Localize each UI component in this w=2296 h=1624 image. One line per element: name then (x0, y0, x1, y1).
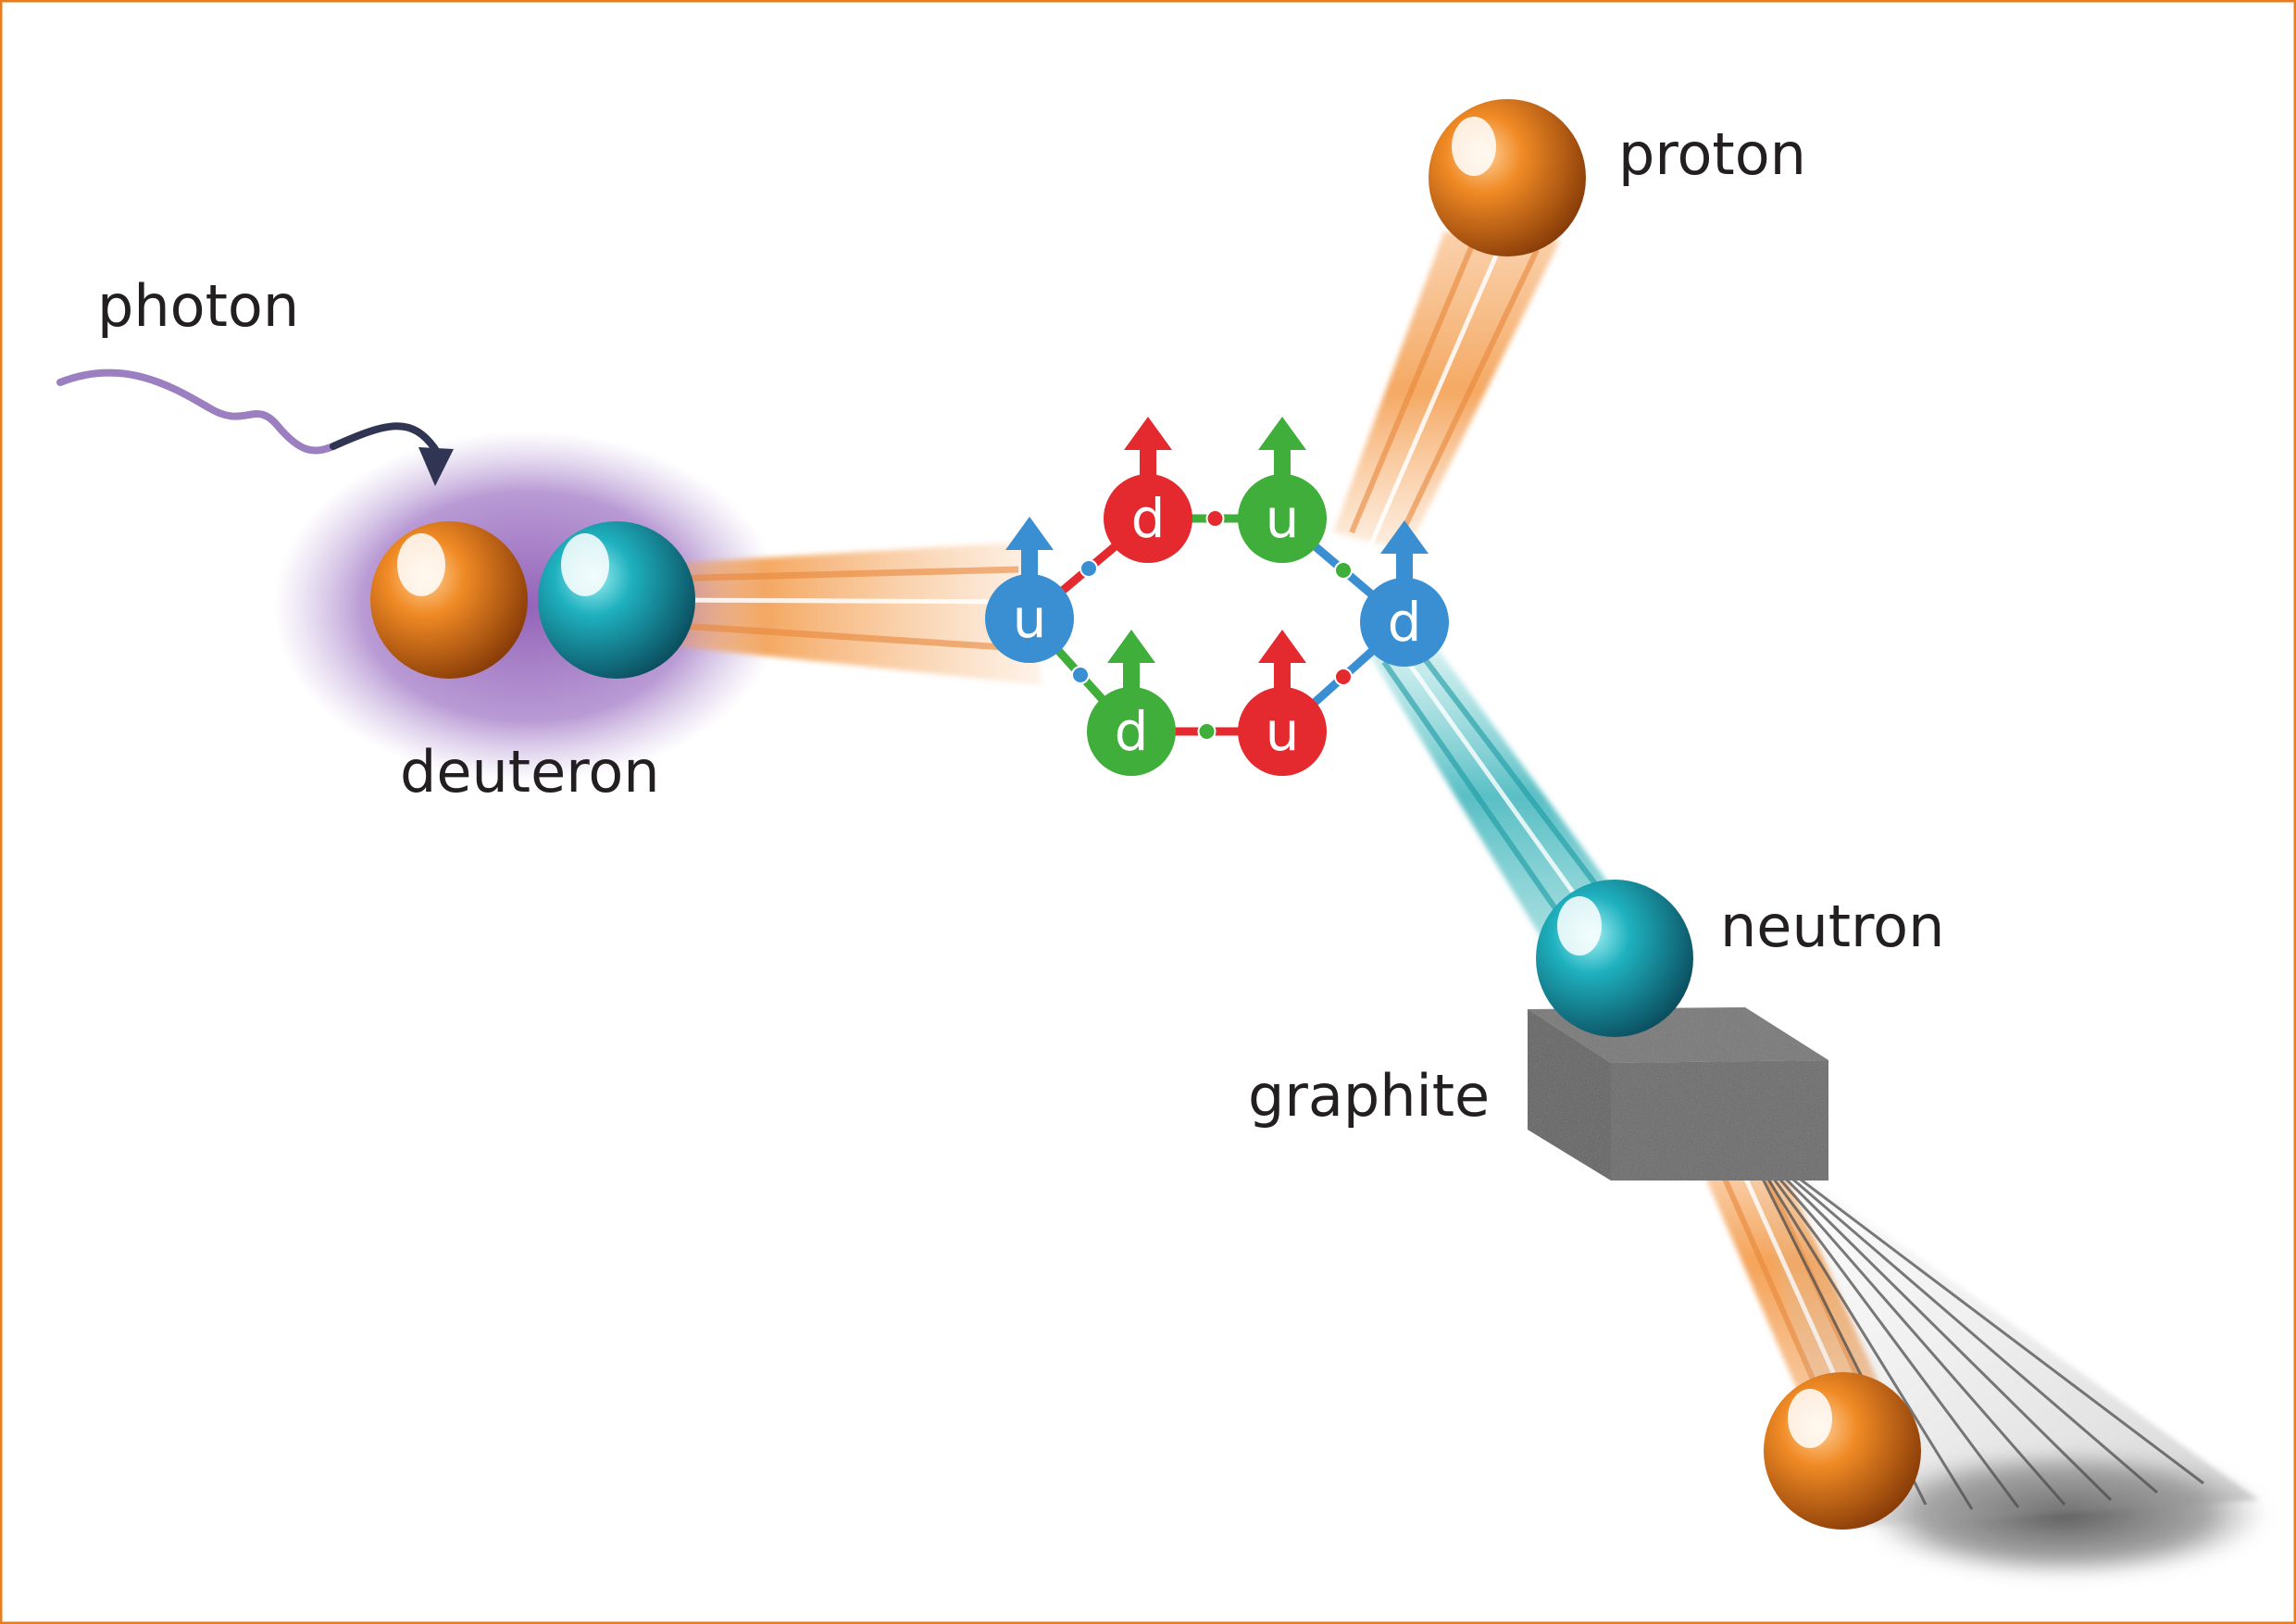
scattered-proton (1764, 1372, 1921, 1530)
spin-arrow-stem (1396, 550, 1413, 581)
deuteron-label: deuteron (400, 738, 660, 806)
deuteron-neutron (538, 521, 695, 679)
gluon-handshake-icon (1334, 668, 1353, 686)
quark-d: d (1360, 520, 1449, 667)
spin-arrow-icon (1005, 517, 1054, 550)
graphite-block (1528, 1007, 1828, 1181)
photon-arrow (330, 422, 439, 453)
quark-flavor-label: u (1266, 700, 1300, 763)
spin-arrow-icon (1258, 630, 1306, 663)
gluon-handshake-icon (1334, 561, 1353, 580)
graphite-label: graphite (1248, 1062, 1490, 1130)
deuteron-proton (370, 521, 528, 679)
quark-u: u (1238, 630, 1327, 776)
quark-sphere (1087, 687, 1176, 776)
quark-flavor-label: u (1013, 587, 1047, 650)
quark-d: d (1087, 630, 1176, 776)
quark-bonds (1025, 509, 1409, 741)
graphite-side (1611, 1060, 1828, 1181)
spin-arrow-icon (1124, 417, 1172, 450)
quark-sphere (1238, 474, 1327, 563)
quark-flavor-label: d (1388, 591, 1422, 654)
quark-u: u (985, 517, 1074, 663)
quark-sphere (1238, 687, 1327, 776)
gluon-handshake-icon (1079, 559, 1098, 578)
quark-flavor-label: d (1115, 700, 1149, 763)
spin-arrow-stem (1021, 546, 1038, 578)
quark-sphere (985, 574, 1074, 663)
spin-arrow-stem (1274, 659, 1291, 691)
graphite-front (1528, 1009, 1611, 1181)
emitted-proton (1429, 99, 1586, 256)
spin-arrow-icon (1380, 520, 1429, 554)
emitted-neutron (1536, 880, 1693, 1037)
deuteron-beam (648, 542, 1042, 685)
spin-arrow-icon (1107, 630, 1155, 663)
neutron-label: neutron (1720, 893, 1944, 960)
quark-sphere (1360, 578, 1449, 667)
spin-arrow-icon (1258, 417, 1306, 450)
quark-flavor-label: d (1131, 487, 1166, 550)
spin-arrow-stem (1123, 659, 1140, 691)
gluon-handshake-icon (1071, 666, 1090, 684)
neutron-beam (1366, 639, 1629, 954)
photon-wave (56, 369, 337, 455)
photon-arrowhead-icon (418, 447, 454, 486)
quark-ring: u d u d d u (985, 417, 1449, 776)
photon-label: photon (97, 272, 299, 340)
spin-arrow-stem (1140, 446, 1156, 478)
gluon-handshake-icon (1205, 509, 1225, 528)
gluon-handshake-icon (1197, 722, 1217, 741)
quark-sphere (1104, 474, 1192, 563)
proton-beam (1333, 231, 1560, 553)
quark-flavor-label: u (1266, 487, 1300, 550)
quark-u: u (1238, 417, 1327, 563)
quark-d: d (1104, 417, 1192, 563)
proton-label: proton (1618, 120, 1806, 188)
deuteron-cloud (273, 431, 782, 782)
spin-arrow-stem (1274, 446, 1291, 478)
